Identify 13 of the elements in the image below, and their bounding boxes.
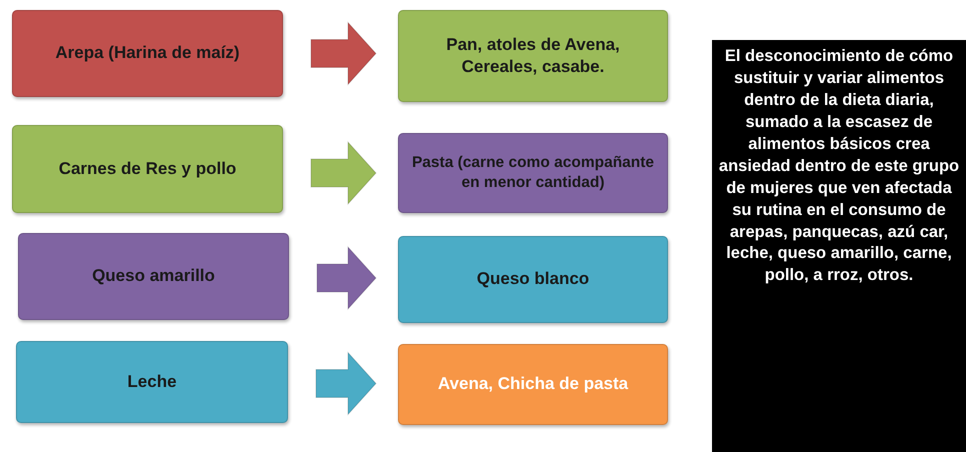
block-arrow [316, 246, 377, 310]
food-box: Carnes de Res y pollo [12, 125, 283, 213]
substitute-box: Avena, Chicha de pasta [398, 344, 668, 425]
substitute-box: Pan, atoles de Avena, Cereales, casabe. [398, 10, 668, 102]
food-box: Leche [16, 341, 288, 423]
food-box: Queso amarillo [18, 233, 289, 320]
substitute-box: Queso blanco [398, 236, 668, 323]
substitute-box: Pasta (carne como acompañante en menor cantidad) [398, 133, 668, 213]
note-panel: El desconocimiento de cómo sustituir y variar alimentos dentro de la dieta diaria, sumado a la escasez de alimentos básicos crea ansiedad dentro de este grupo de mujeres que ven afectada su rutina en el consumo de arepas, panquecas, azú car, leche, queso amarillo, carne, pollo, a rroz, otros. [712, 40, 966, 452]
block-arrow [310, 140, 377, 206]
block-arrow [316, 351, 377, 416]
food-box: Arepa (Harina de maíz) [12, 10, 283, 97]
block-arrow [310, 21, 377, 86]
